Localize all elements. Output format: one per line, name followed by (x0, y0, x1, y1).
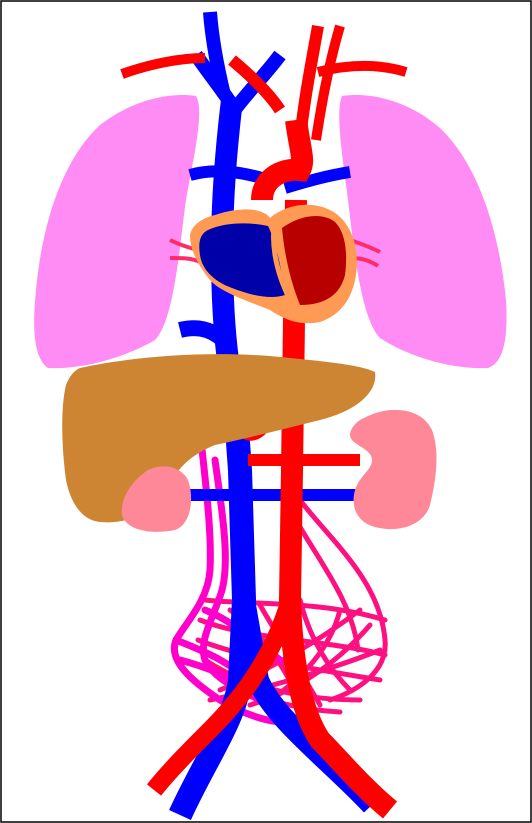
diagram-canvas (0, 0, 532, 823)
circulatory-system-diagram (0, 0, 532, 823)
